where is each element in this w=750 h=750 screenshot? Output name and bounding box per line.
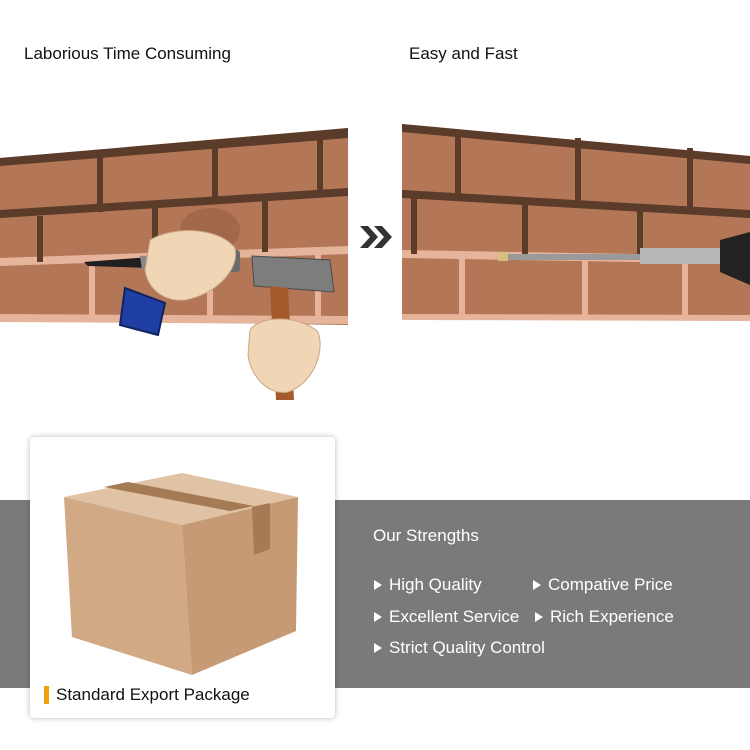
- strength-item: Strict Quality Control: [374, 638, 545, 658]
- caption-easy: Easy and Fast: [409, 44, 518, 63]
- drill-illustration: [400, 120, 750, 330]
- chisel-hammer-illustration: [0, 120, 350, 410]
- double-chevron-right-icon: [358, 222, 394, 252]
- strength-item: Excellent Service: [374, 607, 519, 627]
- package-label: Standard Export Package: [44, 685, 250, 705]
- accent-bar: [44, 686, 49, 704]
- triangle-right-icon: [374, 612, 382, 622]
- triangle-right-icon: [374, 580, 382, 590]
- triangle-right-icon: [535, 612, 543, 622]
- strength-item: High Quality: [374, 575, 482, 595]
- strength-item: Rich Experience: [535, 607, 674, 627]
- package-card: Standard Export Package: [30, 437, 335, 718]
- caption-laborious: Laborious Time Consuming: [24, 44, 231, 63]
- cardboard-box-illustration: [64, 467, 300, 682]
- strength-item: Compative Price: [533, 575, 673, 595]
- strengths-title: Our Strengths: [373, 526, 479, 545]
- triangle-right-icon: [374, 643, 382, 653]
- triangle-right-icon: [533, 580, 541, 590]
